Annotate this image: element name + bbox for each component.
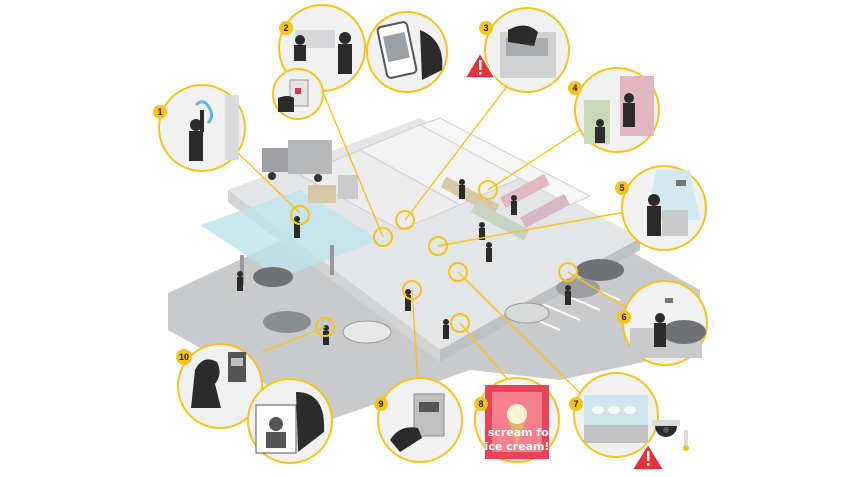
people bbox=[237, 179, 571, 345]
callout-bubble-5 bbox=[621, 165, 707, 251]
svg-text:9: 9 bbox=[378, 399, 383, 409]
callout-bubble-9 bbox=[377, 377, 463, 463]
number-badges: 1 2 3 4 5 6 7 8 9 10 bbox=[153, 21, 631, 411]
badge-9: 9 bbox=[374, 397, 388, 411]
sign-line-2: ice cream! bbox=[485, 440, 550, 453]
leader-lines bbox=[234, 79, 631, 394]
map-target-rings bbox=[290, 180, 578, 337]
warning-triangle-icon bbox=[630, 442, 666, 471]
badge-3: 3 bbox=[479, 21, 493, 35]
badge-7: 7 bbox=[569, 397, 583, 411]
ice-cream-sign: I scream for ice cream! bbox=[480, 426, 555, 453]
callout-bubble-4 bbox=[574, 67, 660, 153]
svg-text:2: 2 bbox=[283, 23, 288, 33]
callout-bubble-7 bbox=[573, 372, 659, 458]
badge-1: 1 bbox=[153, 105, 167, 119]
svg-text:7: 7 bbox=[573, 399, 578, 409]
callout-bubble-2-inset-keypad bbox=[272, 68, 324, 120]
badge-10: 10 bbox=[176, 349, 192, 365]
badge-5: 5 bbox=[615, 181, 629, 195]
callout-bubble-1 bbox=[158, 84, 246, 172]
svg-text:1: 1 bbox=[157, 107, 162, 117]
badge-2: 2 bbox=[279, 21, 293, 35]
badge-6: 6 bbox=[617, 310, 631, 324]
svg-text:3: 3 bbox=[483, 23, 488, 33]
badge-4: 4 bbox=[568, 81, 582, 95]
callout-bubble-8 bbox=[474, 377, 560, 463]
svg-text:4: 4 bbox=[572, 83, 577, 93]
svg-text:5: 5 bbox=[619, 183, 624, 193]
svg-text:8: 8 bbox=[478, 399, 483, 409]
dome-camera-icon bbox=[652, 420, 689, 451]
callout-bubble-3 bbox=[484, 7, 570, 93]
svg-text:6: 6 bbox=[621, 312, 626, 322]
sign-line-1: I scream for bbox=[480, 426, 555, 439]
callout-bubble-10 bbox=[177, 343, 263, 429]
callout-bubble-2-inset-phone bbox=[366, 11, 448, 93]
warning-triangle-icon bbox=[463, 51, 497, 79]
callout-bubble-6 bbox=[622, 280, 708, 366]
badge-8: 8 bbox=[474, 397, 488, 411]
callout-bubbles bbox=[158, 4, 708, 464]
callout-bubble-10-inset-video bbox=[247, 378, 333, 464]
svg-text:10: 10 bbox=[179, 352, 189, 362]
